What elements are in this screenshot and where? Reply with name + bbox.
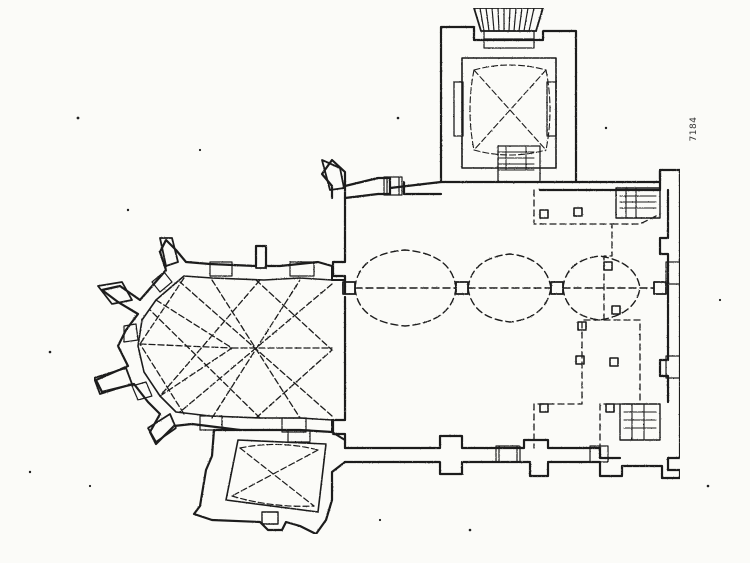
nave-windows [383,176,681,463]
chancel-outer-wall [94,238,347,446]
tower [439,7,578,184]
gallery-stair-top [615,187,661,219]
gallery-stair-bottom [619,403,661,441]
scan-speckles [28,116,722,532]
tower-inner-wall [461,57,557,169]
sacristy-inner-wall [225,439,327,513]
sacristy-window [287,429,311,443]
chancel-inner-wall [137,275,333,421]
tower-steps [473,7,544,49]
triumphal-arch-wall [331,265,346,433]
apse-windows [123,261,315,433]
sacristy-outer-wall [192,428,347,536]
tower-right-jamb [546,81,557,137]
tower-outer-wall [439,25,578,184]
tower-cross-vault [469,64,551,156]
nave-walls [320,158,682,480]
sacristy-door [261,511,279,525]
sacristy [192,428,347,536]
chancel-rib-vault [139,277,333,419]
apse-buttresses [93,159,345,443]
chancel [93,159,347,446]
plan-reference-number: 7184 [689,116,699,142]
tower-left-jamb [453,81,464,137]
sacristy-cross-vault [231,443,319,507]
tower-stair [497,145,541,183]
nave-vaults [354,249,655,327]
